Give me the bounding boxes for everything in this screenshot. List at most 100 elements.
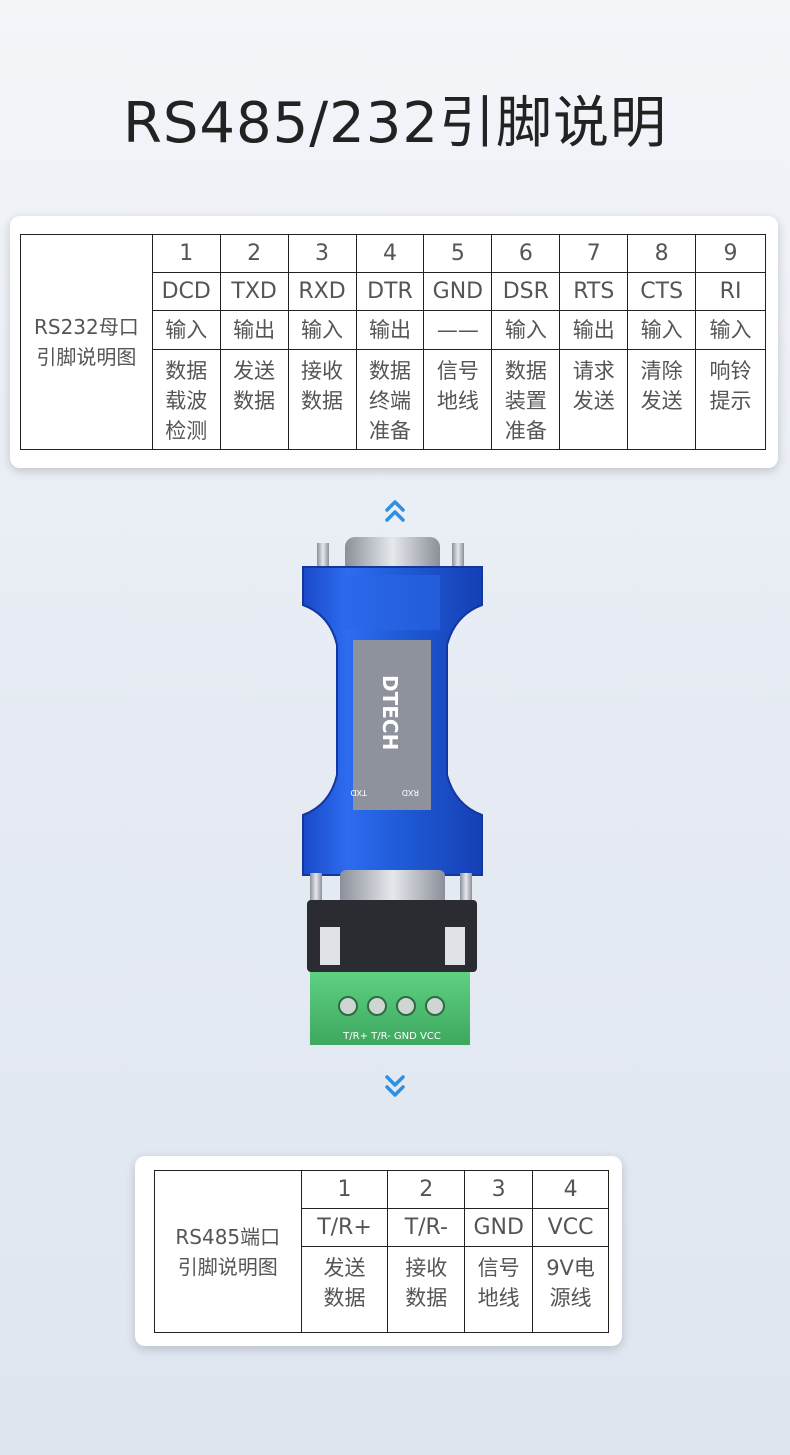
pin-direction-cell: 输出	[559, 310, 629, 350]
description-line: 9V电	[546, 1256, 595, 1280]
description-line: 数据	[405, 1286, 448, 1310]
pin-number-cell: 3	[464, 1170, 534, 1209]
description-line: 数据	[301, 388, 344, 413]
rs485-label-line1: RS485端口	[175, 1224, 281, 1249]
rs485-rs232-converter-image: DTECH TXD RXD T/R+ T/R- GND VCC	[302, 537, 483, 1045]
pin-number-cell: 7	[559, 233, 629, 274]
arrow-down-icon	[385, 1075, 405, 1097]
description-line: 数据	[323, 1286, 366, 1310]
device-txd-text: TXD	[350, 788, 368, 797]
pin-description-cell: 清除发送	[627, 348, 697, 451]
pin-direction-cell: 输出	[355, 310, 425, 350]
pin-number-cell: 1	[151, 233, 221, 274]
pin-number-cell: 2	[219, 233, 289, 274]
pin-description-cell: 信号地线	[464, 1246, 534, 1333]
description-line: 信号	[477, 1256, 520, 1280]
pin-signal-cell: DCD	[151, 272, 221, 312]
pin-signal-cell: CTS	[627, 272, 697, 312]
pin-description-cell: 数据载波检测	[151, 348, 221, 451]
pin-number-cell: 3	[287, 233, 357, 274]
description-line: 响铃	[709, 358, 752, 383]
description-line: 装置	[504, 388, 547, 413]
pin-signal-cell: RI	[695, 272, 766, 312]
pin-number-cell: 6	[491, 233, 561, 274]
pin-signal-cell: VCC	[532, 1208, 609, 1247]
pin-number-cell: 1	[300, 1170, 389, 1209]
rs232-direction-row: 输入输出输入输出——输入输出输入输入	[21, 310, 766, 350]
description-line: 数据	[233, 388, 276, 413]
pin-number-cell: 2	[387, 1170, 466, 1209]
pin-signal-cell: RTS	[559, 272, 629, 312]
description-line: 清除	[640, 358, 683, 383]
pin-number-cell: 9	[695, 233, 766, 274]
description-line: 准备	[504, 418, 547, 443]
rs485-label-line2: 引脚说明图	[177, 1254, 278, 1279]
pin-description-cell: 接收数据	[287, 348, 357, 451]
pin-signal-cell: T/R-	[387, 1208, 466, 1247]
device-terminal-labels: T/R+ T/R- GND VCC	[342, 1031, 441, 1042]
description-line: 信号	[436, 358, 479, 383]
description-line: 检测	[165, 418, 208, 443]
description-line: 请求	[572, 358, 615, 383]
description-line: 终端	[368, 388, 411, 413]
pin-description-cell: 数据装置准备	[491, 348, 561, 451]
description-line: 接收	[405, 1256, 448, 1280]
pin-direction-cell: 输入	[287, 310, 357, 350]
description-line: 准备	[368, 418, 411, 443]
description-line: 发送	[323, 1256, 366, 1280]
description-line: 数据	[504, 358, 547, 383]
description-line: 发送	[233, 358, 276, 383]
description-line: 源线	[549, 1286, 592, 1310]
rs485-label-cell: RS485端口 引脚说明图	[154, 1170, 302, 1333]
description-line: 接收	[301, 358, 344, 383]
pin-description-cell: 信号地线	[423, 348, 493, 451]
pin-direction-cell: 输入	[695, 310, 766, 350]
pin-number-cell: 5	[423, 233, 493, 274]
pin-signal-cell: GND	[423, 272, 493, 312]
rs232-label-cell: RS232母口 引脚说明图	[20, 234, 153, 450]
pin-number-cell: 4	[532, 1170, 609, 1209]
description-line: 发送	[572, 388, 615, 413]
pin-direction-cell: 输入	[491, 310, 561, 350]
page-title: RS485/232引脚说明	[122, 91, 668, 156]
arrow-up-icon	[385, 500, 405, 522]
pin-description-cell: 9V电源线	[532, 1246, 609, 1333]
pin-direction-cell: 输入	[151, 310, 221, 350]
pin-direction-cell: ——	[423, 310, 493, 350]
pin-signal-cell: DSR	[491, 272, 561, 312]
pin-description-cell: 发送数据	[219, 348, 289, 451]
rs232-label-line1: RS232母口	[33, 315, 139, 339]
pin-description-cell: 响铃提示	[695, 348, 766, 451]
description-line: 地线	[436, 388, 479, 413]
device-brand-text: DTECH	[378, 675, 402, 750]
pin-signal-cell: RXD	[287, 272, 357, 312]
pin-description-cell: 接收数据	[387, 1246, 466, 1333]
description-line: 数据	[368, 358, 411, 383]
pin-signal-cell: GND	[464, 1208, 534, 1247]
pin-number-cell: 8	[627, 233, 697, 274]
description-line: 数据	[165, 358, 208, 383]
pin-direction-cell: 输入	[627, 310, 697, 350]
description-line: 载波	[165, 388, 208, 413]
description-line: 发送	[640, 388, 683, 413]
pin-description-cell: 发送数据	[300, 1246, 389, 1333]
description-line: 提示	[709, 388, 752, 413]
pin-number-cell: 4	[355, 233, 425, 274]
description-line: 地线	[477, 1286, 520, 1310]
pin-description-cell: 数据终端准备	[355, 348, 425, 451]
rs232-label-line2: 引脚说明图	[36, 345, 137, 369]
pin-signal-cell: T/R+	[300, 1208, 389, 1247]
pin-description-cell: 请求发送	[559, 348, 629, 451]
pin-signal-cell: TXD	[219, 272, 289, 312]
rs232-description-row: 数据载波检测发送数据接收数据数据终端准备信号地线数据装置准备请求发送清除发送响铃…	[21, 348, 766, 451]
device-rxd-text: RXD	[402, 788, 419, 797]
pin-signal-cell: DTR	[355, 272, 425, 312]
pin-direction-cell: 输出	[219, 310, 289, 350]
